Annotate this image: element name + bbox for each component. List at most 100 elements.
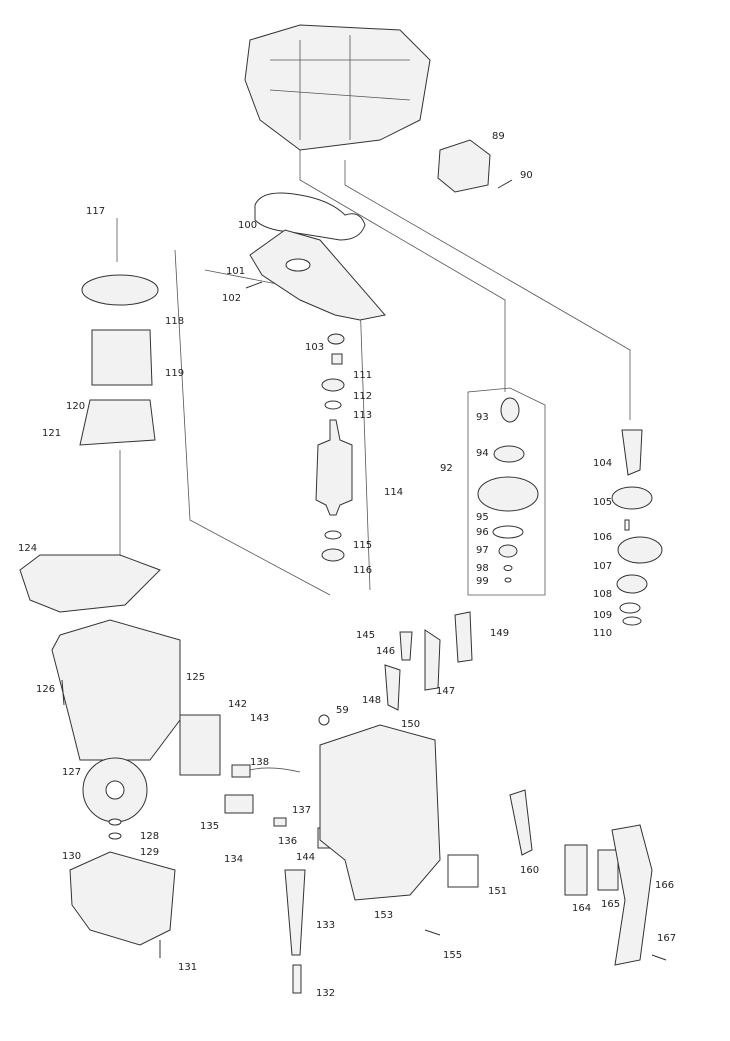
callout-143: 143: [250, 713, 270, 724]
callout-112: 112: [353, 391, 373, 402]
callout-121: 121: [42, 428, 62, 439]
part-167-screw: [651, 954, 667, 961]
callout-94: 94: [476, 448, 489, 459]
part-160-lever: [509, 789, 533, 856]
part-108: [616, 574, 648, 594]
part-119-field: [91, 329, 153, 386]
callout-96: 96: [476, 527, 489, 538]
gear-housing: [244, 24, 431, 151]
part-124-cover: [19, 554, 161, 613]
callout-98: 98: [476, 563, 489, 574]
wire: [249, 767, 301, 773]
part-138: [231, 764, 251, 778]
callout-136: 136: [278, 836, 298, 847]
part-111: [331, 353, 343, 365]
part-89-cover: [437, 139, 491, 193]
callout-130: 130: [62, 851, 82, 862]
callout-93: 93: [476, 412, 489, 423]
callout-102: 102: [222, 293, 242, 304]
part-125-motor-housing: [51, 619, 181, 761]
callout-160: 160: [520, 865, 540, 876]
callout-166: 166: [655, 880, 675, 891]
callout-103: 103: [305, 342, 325, 353]
fan-hub: [105, 780, 125, 800]
callout-129: 129: [140, 847, 160, 858]
callout-135: 135: [200, 821, 220, 832]
part-129-nut: [108, 832, 122, 840]
callout-167: 167: [657, 933, 677, 944]
callout-132: 132: [316, 988, 336, 999]
part-133-hose: [284, 869, 306, 956]
callout-125: 125: [186, 672, 206, 683]
part-116-bearing: [321, 548, 345, 562]
part-106: [624, 519, 630, 531]
part-105-bearing: [611, 486, 653, 510]
callout-128: 128: [140, 831, 160, 842]
part-109: [619, 602, 641, 614]
part-165: [597, 849, 619, 891]
callout-95: 95: [476, 512, 489, 523]
callout-117: 117: [86, 206, 106, 217]
part-96: [492, 525, 524, 539]
callout-101: 101: [226, 266, 246, 277]
part-155-screw: [424, 929, 441, 936]
callout-133: 133: [316, 920, 336, 931]
part-146: [399, 631, 413, 661]
part-164: [564, 844, 588, 896]
callout-59: 59: [336, 705, 349, 716]
callout-145: 145: [356, 630, 376, 641]
part-114-armature: [315, 419, 353, 516]
part-90-screw: [497, 179, 513, 189]
callout-89: 89: [492, 131, 505, 142]
callout-110: 110: [593, 628, 613, 639]
part-99: [504, 577, 512, 583]
part-135: [224, 794, 254, 814]
part-98: [503, 565, 513, 571]
part-126-screw: [61, 679, 65, 706]
callout-131: 131: [178, 962, 198, 973]
part-97: [498, 544, 518, 558]
callout-114: 114: [384, 487, 404, 498]
callout-116: 116: [353, 565, 373, 576]
part-bearing-plate: [249, 229, 386, 321]
part-93: [500, 397, 520, 423]
part-100-gasket: [254, 192, 366, 241]
part-103: [327, 333, 345, 345]
plate-boss: [285, 258, 311, 272]
part-115-washer: [324, 530, 342, 540]
part-112-bearing: [321, 378, 345, 392]
part-95-gear: [477, 476, 539, 512]
callout-100: 100: [238, 220, 258, 231]
part-107-gear: [617, 536, 663, 564]
callout-106: 106: [593, 532, 613, 543]
callout-165: 165: [601, 899, 621, 910]
callout-153: 153: [374, 910, 394, 921]
callout-138: 138: [250, 757, 270, 768]
part-113-washer: [324, 400, 342, 410]
callout-124: 124: [18, 543, 38, 554]
callout-142: 142: [228, 699, 248, 710]
part-132: [292, 964, 302, 994]
part-151-label: [447, 854, 479, 888]
callout-90: 90: [520, 170, 533, 181]
part-59-screw: [318, 714, 330, 726]
callout-109: 109: [593, 610, 613, 621]
part-118-baffle: [81, 274, 159, 306]
callout-120: 120: [66, 401, 86, 412]
callout-108: 108: [593, 589, 613, 600]
part-130-fan-cover: [69, 851, 176, 946]
callout-126: 126: [36, 684, 56, 695]
callout-127: 127: [62, 767, 82, 778]
callout-104: 104: [593, 458, 613, 469]
part-153-housing: [319, 724, 441, 901]
callout-134: 134: [224, 854, 244, 865]
part-142-switch: [179, 714, 221, 776]
callout-151: 151: [488, 886, 508, 897]
callout-99: 99: [476, 576, 489, 587]
callout-164: 164: [572, 903, 592, 914]
callout-144: 144: [296, 852, 316, 863]
part-149: [454, 611, 473, 663]
part-128: [108, 818, 122, 826]
